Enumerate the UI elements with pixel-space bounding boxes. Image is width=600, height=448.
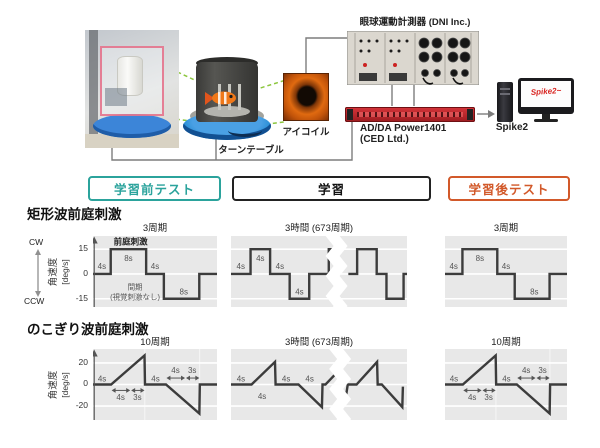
y-axis-label: 角速度 xyxy=(48,370,59,400)
phase-box-pretest: 学習前テスト xyxy=(88,176,221,201)
adda-label-line1: AD/DA Power1401 xyxy=(360,123,447,134)
section-heading-sawtooth-wave: のこぎり波前庭刺激 xyxy=(27,322,149,337)
cw-ccw-arrow-icon xyxy=(35,249,41,297)
recorder-rack-illustration xyxy=(347,31,479,85)
svg-text:3s: 3s xyxy=(188,366,196,375)
plot-sawtooth-posttest: 4s 4s 3s 4s 4s 3s xyxy=(445,349,567,420)
y-tick: 0 xyxy=(83,378,88,388)
section-heading-square-wave: 矩形波前庭刺激 xyxy=(27,207,122,222)
svg-text:8s: 8s xyxy=(530,288,538,297)
ccw-label: CCW xyxy=(24,296,45,306)
svg-text:4s: 4s xyxy=(295,288,303,297)
screen-text: Spike2~ xyxy=(530,85,562,98)
svg-text:4s: 4s xyxy=(258,392,266,401)
photo-inner-block xyxy=(105,88,127,106)
y-tick: 15 xyxy=(78,243,88,253)
svg-text:4s: 4s xyxy=(450,375,458,384)
cage-post xyxy=(238,84,241,110)
svg-text:4s: 4s xyxy=(449,262,457,271)
panel-title: 3時間 (673周期) xyxy=(284,223,354,234)
svg-text:3s: 3s xyxy=(133,393,141,402)
svg-text:4s: 4s xyxy=(151,262,159,271)
adda-pins xyxy=(357,112,463,117)
svg-text:4s: 4s xyxy=(237,375,245,384)
svg-text:8s: 8s xyxy=(180,288,188,297)
svg-text:間期: 間期 xyxy=(128,283,143,292)
y-tick: 0 xyxy=(83,268,88,278)
y-tick: 20 xyxy=(78,357,88,367)
monitor-screen: Spike2~ xyxy=(521,81,571,107)
svg-text:4s: 4s xyxy=(256,254,264,263)
panel-title: 3周期 xyxy=(142,223,168,234)
svg-text:4s: 4s xyxy=(171,366,179,375)
panel-title: 10周期 xyxy=(491,337,521,348)
apparatus-photo xyxy=(85,30,179,148)
panel-title: 3時間 (673周期) xyxy=(284,337,354,348)
y-tick: -15 xyxy=(75,293,88,303)
svg-text:(視覚刺激なし): (視覚刺激なし) xyxy=(110,292,160,302)
svg-text:4s: 4s xyxy=(276,262,284,271)
recorder-label: 眼球運動計測器 (DNI Inc.) xyxy=(359,17,471,28)
phase-box-posttest: 学習後テスト xyxy=(448,176,570,201)
svg-text:3s: 3s xyxy=(484,393,492,402)
plot-sawtooth-pretest: 4s 4s 3s 4s 4s 3s xyxy=(90,349,217,420)
y-axis-label: 角速度 xyxy=(48,257,59,287)
tower-slit xyxy=(500,88,510,90)
adda-unit xyxy=(345,107,475,122)
plot-square-pretest: 4s 8s 4s 8s 前庭刺激間期(視覚刺激なし) xyxy=(90,236,217,307)
svg-text:4s: 4s xyxy=(502,375,510,384)
monitor-stand xyxy=(542,114,550,119)
svg-text:4s: 4s xyxy=(98,375,106,384)
adda-label-line2: (CED Ltd.) xyxy=(360,134,409,145)
drum-floor xyxy=(204,106,250,117)
turntable-label: ターンテーブル xyxy=(218,145,284,156)
photo-table xyxy=(85,134,179,148)
phase-box-learning: 学習 xyxy=(232,176,431,201)
photo-turntable-base xyxy=(93,114,171,138)
software-label: Spike2 xyxy=(495,122,529,133)
tower-slit xyxy=(500,93,510,95)
svg-text:4s: 4s xyxy=(282,375,290,384)
svg-text:3s: 3s xyxy=(538,366,546,375)
photo-background xyxy=(89,30,98,148)
svg-text:前庭刺激: 前庭刺激 xyxy=(114,236,149,246)
svg-text:4s: 4s xyxy=(468,393,476,402)
svg-text:4s: 4s xyxy=(116,393,124,402)
monitor-base xyxy=(534,119,558,122)
eyecoil-photo xyxy=(283,73,329,121)
svg-text:8s: 8s xyxy=(124,254,132,263)
eyecoil-label: アイコイル xyxy=(282,127,330,138)
svg-text:4s: 4s xyxy=(522,366,530,375)
plot-square-posttest: 4s 8s 4s 8s xyxy=(445,236,567,307)
adda-endcap xyxy=(467,109,473,120)
turntable-rotation-arc xyxy=(228,124,262,137)
plot-square-learning: 4s 4s 4s 4s xyxy=(231,236,407,316)
y-tick: -20 xyxy=(75,400,88,410)
goldfish-icon xyxy=(205,91,236,105)
plot-sawtooth-learning: 4s 4s 4s 4s xyxy=(231,349,407,429)
panel-title: 10周期 xyxy=(140,337,170,348)
adda-endcap xyxy=(347,109,353,120)
svg-text:4s: 4s xyxy=(98,262,106,271)
svg-text:4s: 4s xyxy=(151,375,159,384)
svg-text:4s: 4s xyxy=(305,375,313,384)
svg-text:4s: 4s xyxy=(502,262,510,271)
svg-text:8s: 8s xyxy=(476,254,484,263)
panel-title: 3周期 xyxy=(493,223,519,234)
cw-label: CW xyxy=(29,237,44,247)
svg-text:4s: 4s xyxy=(237,262,245,271)
computer-tower xyxy=(497,82,513,122)
